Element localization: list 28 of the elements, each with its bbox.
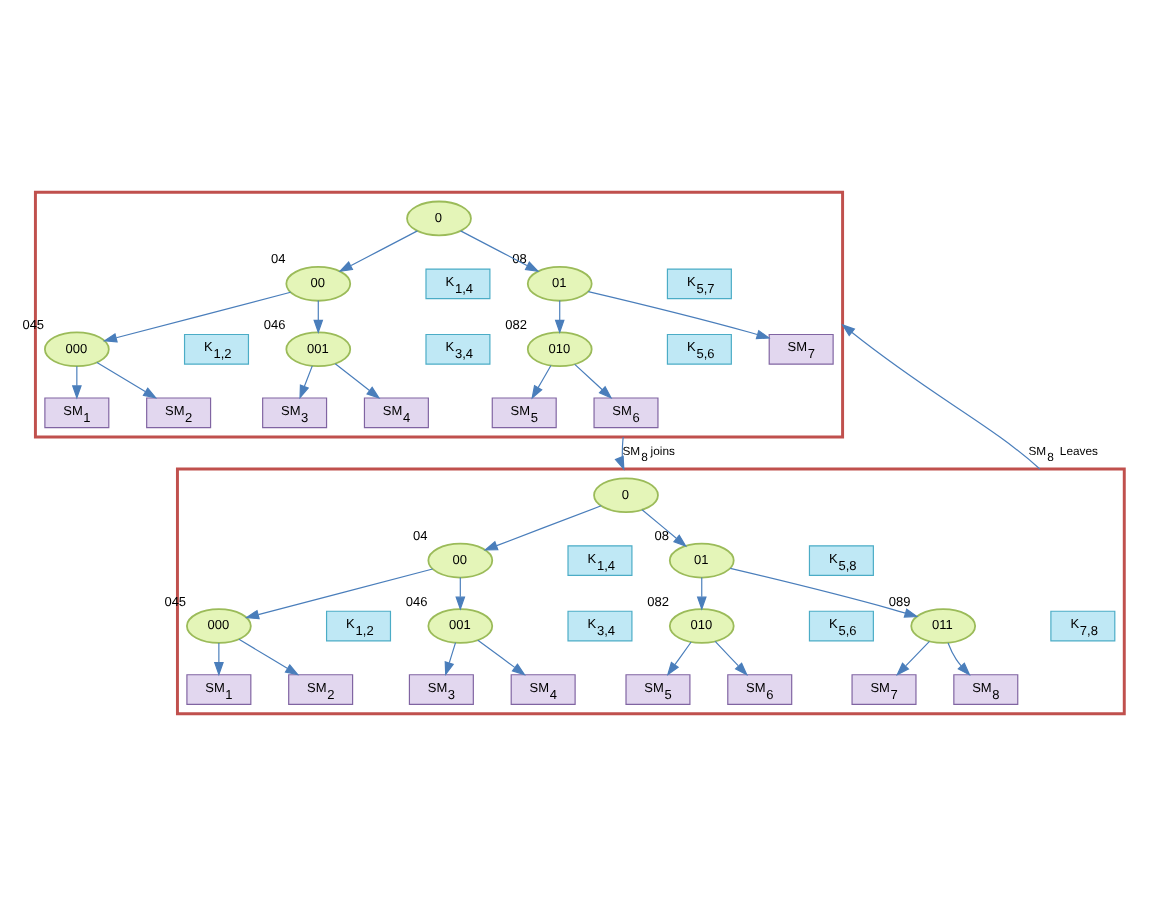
arrow: [554, 300, 565, 335]
arrow: [477, 639, 526, 676]
arrow: [714, 640, 748, 676]
arrow: [455, 576, 466, 611]
arrow: [896, 640, 931, 676]
arrow: [614, 436, 625, 471]
arrow: [947, 642, 971, 676]
arrow: [338, 230, 418, 273]
arrow: [299, 365, 313, 400]
arrow: [244, 568, 434, 620]
arrow: [334, 363, 381, 400]
arrow: [238, 638, 300, 676]
arrow: [71, 365, 82, 400]
arrow: [587, 291, 771, 340]
arrow: [460, 230, 540, 273]
arrow: [313, 300, 324, 335]
arrow: [444, 642, 457, 677]
arrow: [102, 291, 292, 343]
arrow: [729, 567, 919, 618]
arrow: [641, 509, 688, 548]
arrow: [574, 363, 613, 399]
arrow: [841, 323, 1041, 470]
arrow: [696, 576, 707, 611]
arrow: [96, 361, 158, 399]
arrow: [213, 642, 224, 677]
arrow: [531, 365, 552, 400]
arrow: [666, 641, 692, 676]
arrow: [483, 505, 602, 551]
